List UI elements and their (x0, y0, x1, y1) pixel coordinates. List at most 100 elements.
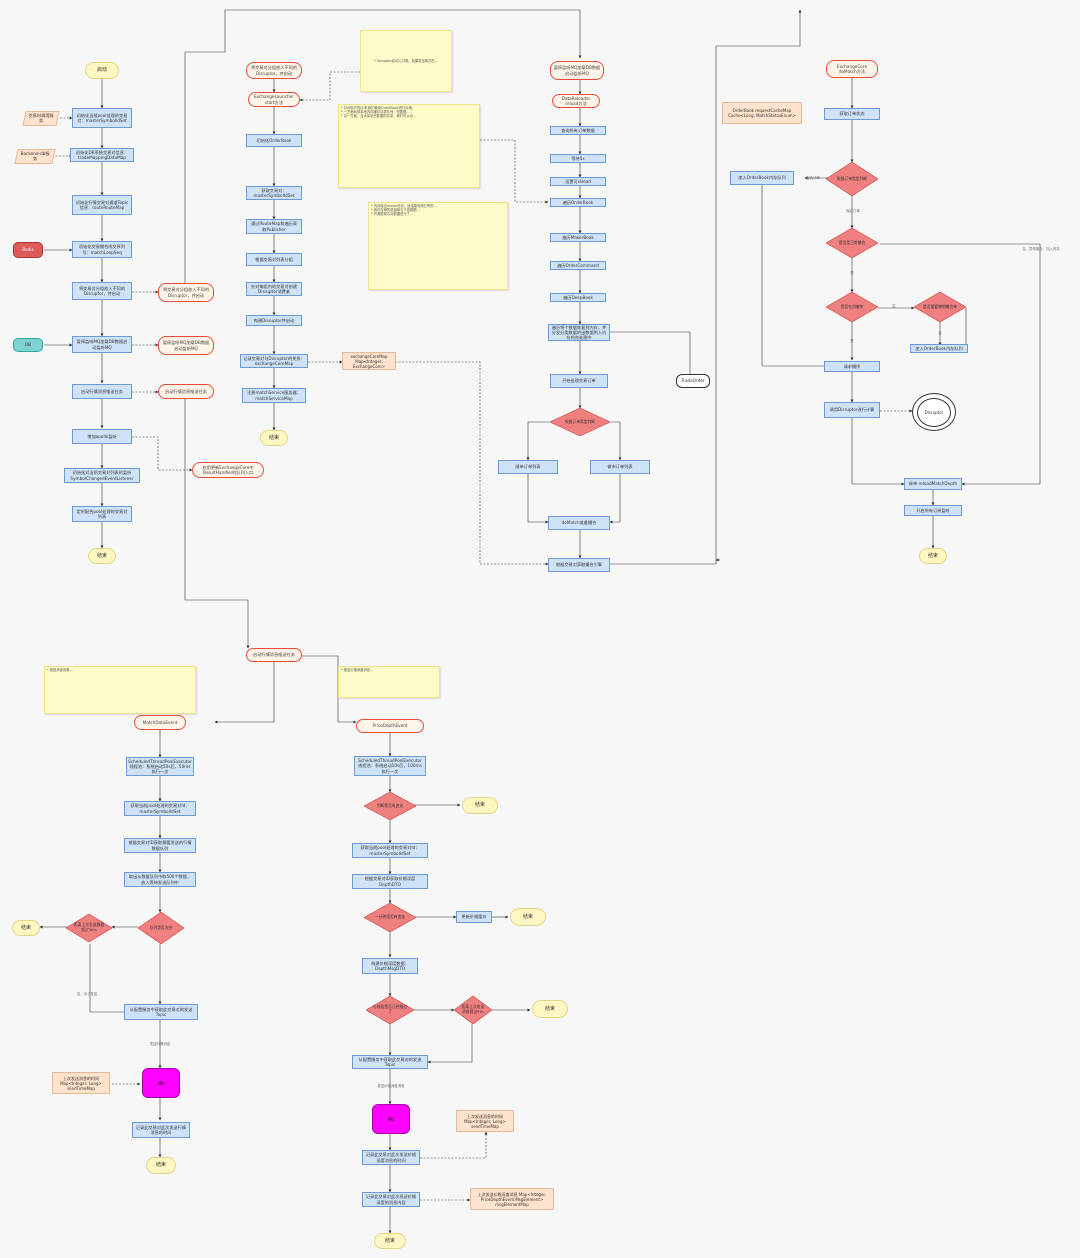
register-service-node: 注册matchService服务器：matchServiceMap (242, 388, 306, 403)
query-ids-node: 查询所有订单数据 (550, 126, 606, 135)
compare-last-decision: 与前面是否已经推过了 (366, 996, 414, 1024)
request-cache-label: OrderBook requestCacheMap Cache<Long, Ma… (722, 102, 802, 124)
already-matched-label: 撮合订单 (806, 175, 820, 180)
send-cond-label: 距离上次发送数据超过3ms (73, 922, 105, 932)
init-topics-node: 初始化行情交易对通道Topic信息：routeRouteMap (72, 195, 132, 215)
dispatch-disruptor-node: 将交易对分组放入不同的Disruptor，并启动 (72, 282, 132, 300)
left-bottom-note: * 推送消息设置... (44, 666, 196, 714)
rebuild-node: 遍历将个数据恢复到内存，并分发分类数据的出数据到入内存的充处理中 (548, 324, 610, 341)
start-trade-node: 开始处理交易订单 (550, 374, 608, 388)
order-priority-node: 请求撮序 (824, 361, 880, 372)
call-disruptor-node: 调用Disruptor进行计算 (824, 402, 880, 418)
get-symbols-node: 获取交易对：masterSymbolIdSet (246, 186, 302, 200)
launcher-title: ExchangeLauncher start方法 (248, 92, 300, 107)
disruptor-circle: Disruptor (912, 393, 956, 431)
market-order-node: 做市订单列表 (590, 460, 650, 474)
get-symbols-right-node: 获取当前pool处理的交易对Id：masterSymbolIdSet (352, 843, 428, 858)
build-dto-node: 构建价格深度数据：DepthMsgDTO (362, 958, 418, 974)
push-task-title: 启动行情消息推送任务 (246, 648, 302, 662)
exchangecore-title: ExchangeCore doMatch方法 (826, 60, 878, 78)
init-listener-node: 初始化对当前交易对列表的监听SymbolChangedEventListener (64, 468, 140, 483)
get-symbols-left-node: 获取当前pool处理的交易对Id：masterSymbolIdSet (124, 801, 196, 816)
is-change-label: 判断是否有变化 (376, 802, 404, 808)
mq-right: MQ (372, 1104, 410, 1134)
pause-mq-node: 暂停监听MQ加载DB数据启动监听MQ (72, 336, 132, 353)
compare-last-label: 与前面是否已经推过了 (372, 1004, 408, 1014)
orderbook-note: * 针对用户的请求,我们使用OrderBook进行存储。 * 一方面利用本地内存… (338, 104, 480, 188)
start-push-ref: 启动行情消息推送任务 (158, 384, 214, 399)
one-change-label: 一分钟是否有变化 (374, 914, 406, 920)
depth-event-title: PriceDepthEvent (356, 719, 424, 733)
no-label-2: 否 (938, 330, 942, 335)
start-push-node: 启动行情消息推送任务 (72, 384, 132, 399)
over-50-decision: 距离上次发送消息超过50s (454, 996, 492, 1024)
add-apollo-node: 增加apollo监听 (72, 429, 132, 444)
mq-left: MQ (142, 1068, 180, 1098)
save-exec-node: 根据交易对获取撮合引擎 (548, 558, 610, 572)
disruptor-note: * disruptor启动入口类。如果发送现在的... (360, 30, 452, 92)
add-cache-node: 加入OrderBook内存队列 (730, 171, 794, 185)
db-cylinder: DB (13, 338, 43, 352)
record-time-left-node: 记录此交易对此次发送行情消息的时间 (132, 1122, 190, 1138)
timer-node: 定时配合pool处理的交易对列表 (72, 506, 132, 522)
last-map-left: 上次发送消息的时间 Map<Integer, Long> sendTimeMap (52, 1072, 110, 1094)
end-bottom-left-2: 结束 (146, 1157, 176, 1174)
queue-empty-label: 队列是否为空 (149, 924, 173, 930)
record-msg-node: 记录此交易对此次发送价格深度的消息内容 (362, 1192, 420, 1207)
is-match-decision: 是否是正常撮合 (826, 228, 878, 258)
yes-label-2: 是 (850, 338, 854, 343)
one-change-decision: 一分钟是否有变化 (364, 903, 416, 932)
pause-mq-title: 暂停监听MQ加载DB数据启动监听MQ (550, 61, 604, 80)
dispatch-title: 将交易对分组放入不同的Disruptor，并启动 (246, 62, 302, 79)
query-queue-node: 根据交易对ID获取需要发送的行情数据队列 (124, 838, 196, 853)
scheduled-left-node: ScheduledThreadPoolExecutor线程池：系统启动50s后，… (126, 757, 194, 776)
match-event-title: MatchDataEvent (134, 715, 186, 730)
send-cond-decision: 距离上次发送数据超过3ms (66, 914, 112, 942)
sleep-node: 等待5s (550, 154, 606, 163)
is-exist-decision: 是否在消撤库 (826, 292, 878, 322)
limit-order-node: 限单订单列表 (498, 460, 558, 474)
redis-cylinder: Redis (13, 242, 43, 258)
create-consumer-node: 针对每组内的交易对创建Disruptor消费者 (246, 282, 302, 296)
dispatch-disruptor-ref: 将交易对分组放入不同的Disruptor，并启动 (158, 283, 214, 302)
trading-service-input: 交易时调用服务 (22, 111, 60, 126)
load-deepbook-node: 遍历DeepBook (550, 293, 606, 302)
init-symbol-map-node: 初始化DB系统交易对信息：tradeMappingDataMap (70, 148, 134, 162)
depth-reload-node: 接单 reloadMatchDepth (904, 478, 962, 490)
send-push-label: 发送行情消息 (149, 1041, 171, 1046)
is-exist-label: 是否在消撤库 (840, 303, 864, 309)
right-bottom-note: * 推送价格深度消息... (338, 666, 440, 698)
merge-node: doMatch准备撮合 (548, 516, 610, 530)
order-type-2-label: 根据订单类型判断 (836, 175, 868, 181)
need-cancel-decision: 是否需要撤销撮合单 (914, 292, 966, 322)
scheduled-right-node: ScheduledThreadPoolExecutor线程池：系统启动10s后，… (354, 756, 426, 776)
exchange-core-map-label: exchangeCoreMap Map<Integer, ExchangeCor… (342, 352, 396, 370)
backend-service-label: Backend-db服务 (20, 151, 50, 162)
end-bottom-right-1: 结束 (462, 797, 498, 814)
abnormal-match-label: 否，异常撮合，加入内存 (1022, 246, 1060, 251)
end-col1: 结束 (88, 548, 116, 564)
open-depth-node: 开启所有订阅监听 (904, 505, 962, 516)
load-orderbook-node: 遍历OrderBook (550, 198, 606, 207)
init-orderbook-node: 初始化OrderBook (246, 134, 302, 147)
get-state-node: 获取订单状态 (824, 108, 880, 120)
match-order-label: 撮合订单 (846, 208, 860, 213)
send-topic-left-node: 从配置服务中获取此交易对的发送Topic (124, 1004, 198, 1020)
pause-mq-ref: 暂停监听MQ加载DB数据启动监听MQ (158, 336, 214, 355)
record-time-right-node: 记录此交易对此次发送价格深度消息的时间 (362, 1150, 420, 1165)
load-makerbook-node: 遍历MakerBook (550, 233, 606, 242)
route-publisher-node: 通过RouteMap和遍历获取Publisher (246, 219, 302, 234)
reloader-title: DataReloader reload方法 (552, 94, 600, 108)
end-bottom-left-1: 结束 (12, 920, 40, 936)
end-col2: 结束 (260, 430, 288, 446)
over-50-label: 距离上次发送消息超过50s (461, 1004, 485, 1014)
reload-flag-node: 设置可reload (550, 177, 606, 186)
init-pool-node: 初始化当前pool处理的交易对：masterSymbolIdSet (72, 108, 132, 128)
backend-service-input: Backend-db服务 (14, 149, 56, 164)
get-depth-node: 根据交易对ID获取价格深度DepthDTO (352, 874, 428, 889)
build-disruptor-node: 构建Disruptor并启动 (246, 315, 302, 326)
trade-order-store: TradeOrder (676, 374, 710, 388)
no-send-label: 否，为了发送 (76, 991, 98, 996)
apollo-ref: 启用更新ExchangeCore中ResultHandler的队列入口 (192, 462, 264, 478)
